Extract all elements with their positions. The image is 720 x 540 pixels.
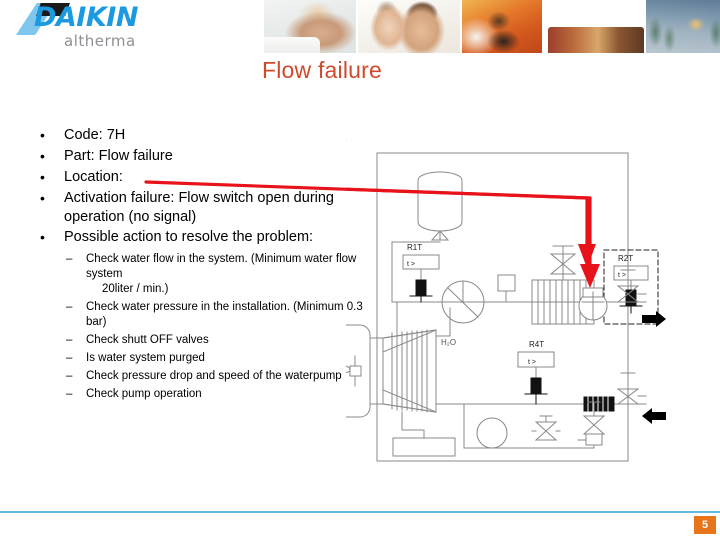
sub-bullet-line: Check water flow in the system. (Minimum… <box>86 253 357 280</box>
sensor-symbol-r2t: t > <box>618 272 626 279</box>
callout-arrowhead <box>580 264 600 288</box>
hydraulic-schematic: R1T R2T t > t > <box>346 140 676 470</box>
bullet-list: • Code: 7H • Part: Flow failure • Locati… <box>36 126 366 405</box>
bullet-marker: • <box>40 229 45 245</box>
callout-arrow <box>346 187 592 270</box>
sub-bullet-text: Check pump operation <box>86 388 202 400</box>
logo-subtitle: altherma <box>64 32 136 50</box>
bullet-text: Part: Flow failure <box>64 148 173 164</box>
bullet-text: Activation failure: Flow switch open dur… <box>64 190 334 225</box>
label-r1t: R1T <box>407 243 422 252</box>
plate-heat-exchanger <box>346 140 437 413</box>
sub-bullet-text: Is water system purged <box>86 352 205 364</box>
expansion-valve <box>392 411 456 457</box>
page-number-badge: 5 <box>694 516 716 534</box>
sensor-r4t <box>517 351 555 405</box>
footer-divider <box>0 511 720 513</box>
list-item: • Location: <box>36 168 366 187</box>
photo-divider <box>542 0 544 53</box>
air-vent-valve <box>577 401 606 446</box>
photo-divider <box>356 0 358 53</box>
circulation-pump <box>441 280 485 324</box>
photo-divider <box>460 0 462 53</box>
photo-man-painting <box>462 0 542 53</box>
photo-divider <box>644 0 646 53</box>
label-r4t: R4T <box>529 340 544 349</box>
logo-wordmark: DAIKIN <box>34 2 138 33</box>
dash-marker: – <box>66 388 73 400</box>
list-item: – Check water flow in the system. (Minim… <box>66 252 366 297</box>
flow-arrow-out <box>642 311 666 327</box>
dash-marker: – <box>66 301 73 313</box>
pressure-relief-valve <box>549 245 577 281</box>
photo-father-daughter <box>358 0 460 53</box>
shutoff-valve-return <box>616 372 647 405</box>
label-h2o: H₂O <box>441 338 456 347</box>
photo-woman-bath <box>264 0 356 53</box>
sub-bullet-continuation: 20liter / min.) <box>102 283 169 295</box>
list-item: • Activation failure: Flow switch open d… <box>36 189 366 226</box>
label-r2t: R2T <box>618 254 633 263</box>
bullet-marker: • <box>40 127 45 143</box>
list-item: – Check shutt OFF valves <box>66 333 366 348</box>
shutoff-valve-supply <box>616 269 647 303</box>
list-item: – Check pressure drop and speed of the w… <box>66 369 366 384</box>
sub-bullet-text: Check pressure drop and speed of the wat… <box>86 370 342 382</box>
bullet-text: Location: <box>64 169 123 185</box>
bullet-marker: • <box>40 148 45 164</box>
dash-marker: – <box>66 253 73 265</box>
list-item: • Part: Flow failure <box>36 147 366 166</box>
bullet-marker: • <box>40 190 45 206</box>
sensor-symbol-r1t: t > <box>407 261 415 268</box>
bullet-marker: • <box>40 169 45 185</box>
air-purge-valve <box>497 274 516 303</box>
logo-black-swoosh <box>36 3 70 16</box>
page-title: Flow failure <box>262 57 382 83</box>
photo-winter-chalet <box>646 0 720 53</box>
filter <box>583 396 615 412</box>
sub-bullet-text: Check water flow in the system. (Minimum… <box>86 252 366 297</box>
sensor-r1t <box>402 254 440 303</box>
list-item: – Is water system purged <box>66 351 366 366</box>
sensor-symbol-r4t: t > <box>528 359 536 366</box>
flow-switch <box>578 287 608 321</box>
pressure-gauge <box>476 417 508 449</box>
cabinet-outline <box>376 152 629 462</box>
bullet-text: Possible action to resolve the problem: <box>64 229 314 245</box>
sub-bullet-text: Check shutt OFF valves <box>86 334 209 346</box>
outdoor-fan-unit <box>346 324 384 418</box>
bullet-text: Code: 7H <box>64 127 126 143</box>
list-item: • Possible action to resolve the problem… <box>36 228 366 247</box>
dash-marker: – <box>66 352 73 364</box>
sub-bullet-text: Check water pressure in the installation… <box>86 301 363 328</box>
list-item: • Code: 7H <box>36 126 366 145</box>
list-item: – Check water pressure in the installati… <box>66 300 366 330</box>
fan-icon <box>346 355 362 387</box>
header-photo-strip <box>264 0 720 53</box>
list-item: – Check pump operation <box>66 387 366 402</box>
sensor-r2t <box>603 249 659 325</box>
sub-bullet-list: – Check water flow in the system. (Minim… <box>66 252 366 402</box>
dash-marker: – <box>66 334 73 346</box>
flow-arrow-in <box>642 408 666 424</box>
drain-valve <box>531 415 561 441</box>
photo-living-room <box>544 0 644 53</box>
dash-marker: – <box>66 370 73 382</box>
daikin-altherma-logo: DAIKIN altherma <box>8 2 188 54</box>
expansion-vessel <box>417 171 463 241</box>
